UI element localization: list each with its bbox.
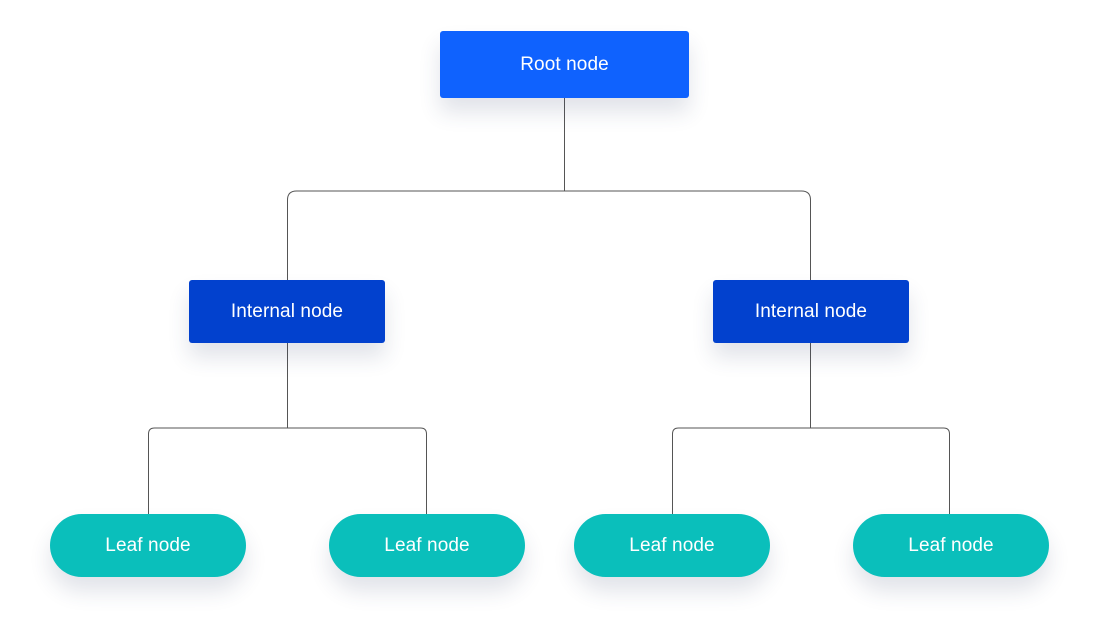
internal-node-left: Internal node — [189, 280, 385, 343]
root-node: Root node — [440, 31, 689, 98]
leaf-node-label: Leaf node — [908, 534, 994, 556]
leaf-node-label: Leaf node — [629, 534, 715, 556]
connector-internal-left-to-leaf-2 — [287, 427, 427, 514]
leaf-node-label: Leaf node — [105, 534, 191, 556]
internal-node-label: Internal node — [230, 300, 344, 322]
internal-node-label: Internal node — [754, 300, 868, 322]
leaf-node-1: Leaf node — [50, 514, 246, 577]
connector-root-to-internal-right — [564, 190, 811, 280]
leaf-node-label: Leaf node — [384, 534, 470, 556]
leaf-node-3: Leaf node — [574, 514, 770, 577]
internal-node-right: Internal node — [713, 280, 909, 343]
leaf-node-2: Leaf node — [329, 514, 525, 577]
leaf-node-4: Leaf node — [853, 514, 1049, 577]
connector-internal-right-to-leaf-3 — [672, 427, 811, 514]
connector-root-to-internal-left — [287, 190, 565, 280]
connector-internal-left-to-leaf-1 — [148, 427, 288, 514]
connector-internal-right-to-leaf-4 — [810, 427, 950, 514]
root-node-label: Root node — [520, 53, 609, 75]
